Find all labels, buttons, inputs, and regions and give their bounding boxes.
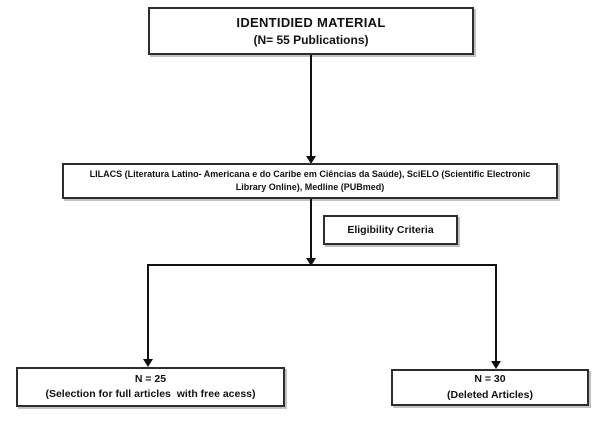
deleted-articles-box: N = 30 (Deleted Articles) bbox=[391, 369, 589, 406]
arrowhead-deleted bbox=[491, 361, 501, 369]
databases-text: LILACS (Literatura Latino- Americana e d… bbox=[89, 168, 533, 193]
deleted-articles-count: N = 30 bbox=[474, 373, 506, 386]
selected-articles-count: N = 25 bbox=[134, 372, 167, 385]
databases-box: LILACS (Literatura Latino- Americana e d… bbox=[62, 163, 558, 199]
arrowhead-selected bbox=[143, 359, 153, 367]
identified-material-count: (N= 55 Publications) bbox=[253, 32, 369, 47]
arrowhead-branch-junction bbox=[306, 258, 316, 266]
eligibility-criteria-box: Eligibility Criteria bbox=[323, 215, 458, 245]
identified-material-title: IDENTIDIED MATERIAL bbox=[236, 15, 386, 31]
connector-branch-to-deleted bbox=[495, 264, 497, 361]
connector-branch-to-selected bbox=[147, 264, 149, 359]
deleted-articles-caption: (Deleted Articles) bbox=[447, 388, 533, 401]
identified-material-box: IDENTIDIED MATERIAL (N= 55 Publications) bbox=[148, 7, 474, 55]
connector-databases-to-branch bbox=[310, 199, 312, 258]
branch-horizontal-line bbox=[147, 264, 497, 266]
eligibility-criteria-label: Eligibility Criteria bbox=[347, 223, 434, 236]
selected-articles-box: N = 25 (Selection for full articles with… bbox=[16, 367, 285, 407]
arrowhead-databases bbox=[306, 156, 316, 164]
connector-identified-to-databases bbox=[310, 55, 312, 156]
selected-articles-caption: (Selection for full articles with free a… bbox=[45, 388, 256, 400]
